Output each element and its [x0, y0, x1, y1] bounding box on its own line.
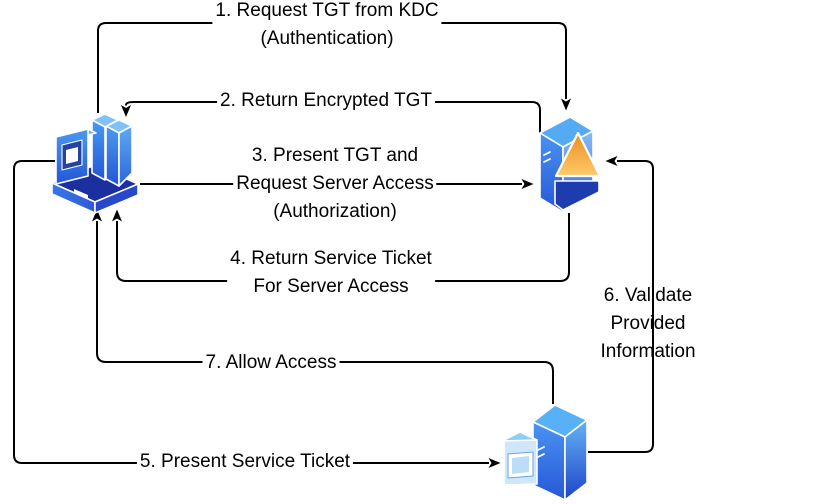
step-2-label: 2. Return Encrypted TGT	[217, 87, 435, 115]
monitor-screen	[66, 147, 78, 164]
server-vent-lights	[537, 446, 545, 458]
arrow-step-5-present-service-ticket	[13, 160, 501, 468]
step-1-label: 1. Request TGT from KDC (Authentication)	[212, 0, 442, 53]
step-4-label: 4. Return Service Ticket For Server Acce…	[227, 245, 435, 301]
server-vent-lights	[543, 151, 551, 163]
server-panel-screen-inner	[512, 456, 529, 474]
directory-triangle-badge	[554, 131, 602, 178]
step-7-label: 7. Allow Access	[202, 349, 340, 377]
step-3-label: 3. Present TGT and Request Server Access…	[233, 142, 437, 226]
kdc-server-icon	[539, 116, 602, 213]
step-5-label: 5. Present Service Ticket	[136, 448, 354, 476]
client-workstation-icon	[51, 113, 139, 214]
arrow-step-6-validate-information	[588, 156, 654, 453]
step-6-label: 6. Validate Provided Information	[600, 285, 696, 362]
application-server-icon	[503, 404, 588, 501]
disk-slot	[74, 189, 88, 198]
